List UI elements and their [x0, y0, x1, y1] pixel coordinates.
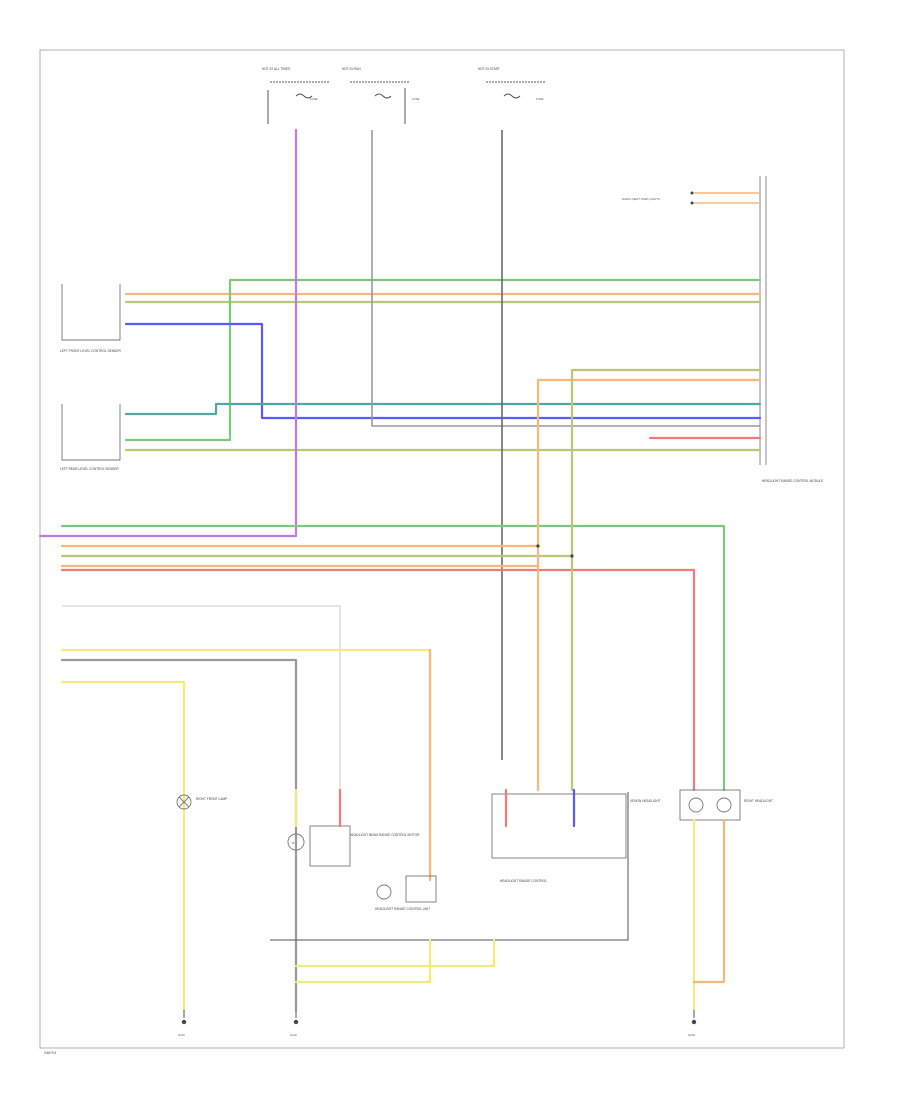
right-lamp-label: RIGHT HEADLIGHT: [744, 799, 773, 803]
xenon-note: XENON HEADLIGHT: [630, 799, 661, 803]
fuse-label-mid: HOT IN RUN: [342, 67, 361, 71]
left-rear-sender-label: LEFT REAR LEVEL CONTROL SENDER: [60, 467, 119, 471]
fuse-block-top: HOT AT ALL TIMES HOT IN RUN HOT IN START…: [262, 67, 546, 124]
ground-2-label: G102: [290, 1033, 297, 1037]
fuse-label-left: HOT AT ALL TIMES: [262, 67, 290, 71]
fuse-a-symbol: [295, 93, 313, 99]
fuse-label-right: HOT IN START: [478, 67, 500, 71]
upper-wire-harness: [124, 130, 762, 452]
figure-id: G4879-ll: [44, 1051, 56, 1055]
fuse-c-symbol: [503, 93, 521, 99]
mid-box-label: HEADLIGHT RANGE CONTROL: [500, 879, 547, 883]
right-top-note: RADIO (NEXT STEP) LIGHTS: [622, 197, 660, 201]
range-control-module: HEADLIGHT RANGE CONTROL MODULE RADIO (NE…: [622, 176, 823, 483]
ground-3-label: G103: [688, 1033, 695, 1037]
fuse-b-label: FUSE: [412, 97, 420, 101]
ground-1-label: G101: [178, 1033, 185, 1037]
feed-wires: [38, 128, 503, 760]
diagram-frame: [39, 49, 845, 1049]
lower-stubs: [294, 788, 576, 828]
middle-wire-harness: [60, 368, 726, 792]
left-rear-sender: LEFT REAR LEVEL CONTROL SENDER: [60, 404, 121, 471]
center-actuator-label: HEADLIGHT RANGE CONTROL UNIT: [375, 907, 430, 911]
svg-text:M: M: [292, 841, 295, 845]
left-lamp-label: RIGHT FRONT LAMP: [196, 797, 227, 801]
left-front-sender: LEFT FRONT LEVEL CONTROL SENDER: [60, 284, 121, 353]
fuse-b-symbol: [374, 93, 392, 99]
right-module-label: HEADLIGHT RANGE CONTROL MODULE: [762, 479, 823, 483]
fuse-a-label: FUSE: [310, 97, 318, 101]
headlight-range-box: HEADLIGHT RANGE CONTROL XENON HEADLIGHT: [270, 792, 661, 941]
left-front-sender-label: LEFT FRONT LEVEL CONTROL SENDER: [60, 349, 121, 353]
range-motor: M HEADLIGHT BEAM RANGE CONTROL MOTOR HEA…: [287, 825, 430, 911]
right-headlight: RIGHT HEADLIGHT: [679, 789, 773, 821]
center-unit-label: HEADLIGHT BEAM RANGE CONTROL MOTOR: [350, 833, 420, 837]
right-front-lamp: RIGHT FRONT LAMP: [176, 794, 227, 810]
lower-left-wires: [60, 605, 432, 1012]
fuse-c-label: FUSE: [536, 97, 544, 101]
ground-wires: G101 G102 G103: [178, 818, 726, 1037]
